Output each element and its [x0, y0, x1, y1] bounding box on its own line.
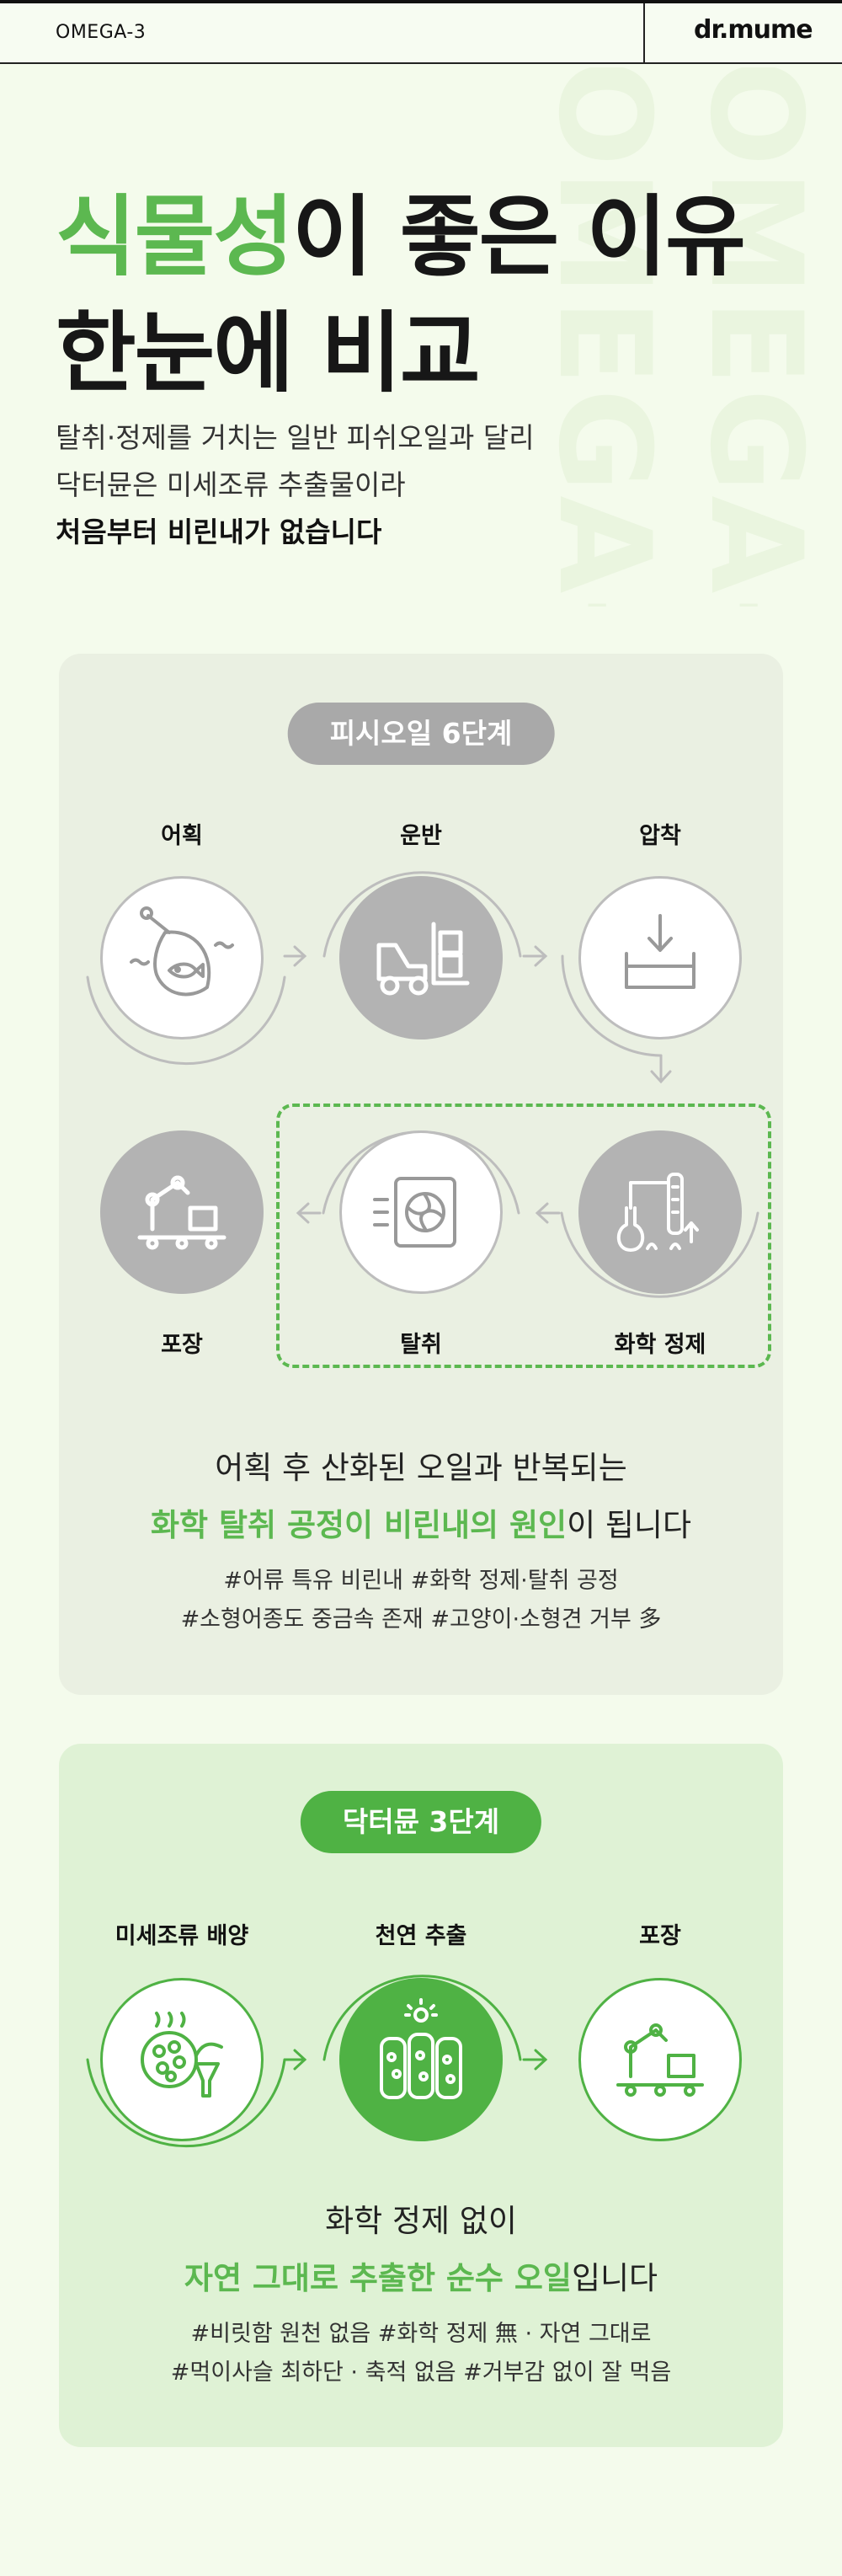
chemical-distill-icon [578, 1130, 742, 1294]
fish-oil-summary-rest: 이 됩니다 [567, 1507, 691, 1543]
fish-oil-summary-highlight: 화학 탈취 공정이 비린내의 원인 [151, 1507, 568, 1543]
drmume-summary-line-1: 화학 정제 없이 [325, 2203, 517, 2239]
step-label-pack: 포장 [639, 1923, 681, 1949]
microalgae-culture-icon [100, 1978, 264, 2141]
fish-oil-tags: #어류 특유 비린내 #화학 정제·탈취 공정 #소형어종도 중금속 존재 #고… [59, 1562, 783, 1639]
fish-oil-summary: 어획 후 산화된 오일과 반복되는 화학 탈취 공정이 비린내의 원인이 됩니다… [59, 1442, 783, 1639]
fish-oil-tags-line-1: #어류 특유 비린내 #화학 정제·탈취 공정 [223, 1568, 619, 1594]
drmume-tags: #비릿함 원천 없음 #화학 정제 無 · 자연 그대로 #먹이사슬 최하단 ·… [59, 2315, 783, 2392]
chemical-process-highlight [276, 1104, 771, 1368]
subtitle-line-1: 탈취·정제를 거치는 일반 피쉬오일과 달리 [56, 421, 535, 454]
brand-logo[interactable]: dr.mume [694, 15, 813, 45]
drmume-summary-line-2: 자연 그대로 추출한 순수 오일입니다 [59, 2253, 783, 2298]
drmume-badge: 닥터뮨 3단계 [300, 1791, 542, 1853]
robot-arm-packaging-icon [578, 1978, 742, 2141]
press-icon [578, 876, 742, 1039]
fish-oil-summary-line-2: 화학 탈취 공정이 비린내의 원인이 됩니다 [59, 1499, 783, 1545]
step-label-chemical-refine: 화학 정제 [614, 1332, 706, 1358]
page-title: 식물성이 좋은 이유 한눈에 비교 [56, 179, 746, 411]
header-divider [643, 3, 645, 62]
subtitle-line-2: 닥터뮨은 미세조류 추출물이라 [56, 468, 406, 501]
drmume-summary-highlight: 자연 그대로 추출한 순수 오일 [184, 2260, 572, 2296]
step-label-extract: 천연 추출 [375, 1923, 467, 1949]
fish-oil-tags-line-2: #소형어종도 중금속 존재 #고양이·소형견 거부 多 [180, 1606, 662, 1633]
fish-oil-summary-line-1: 어획 후 산화된 오일과 반복되는 [215, 1450, 627, 1486]
forklift-icon [339, 876, 503, 1039]
drmume-summary: 화학 정제 없이 자연 그대로 추출한 순수 오일입니다 #비릿함 원천 없음 … [59, 2195, 783, 2392]
step-label-press: 압착 [639, 823, 681, 849]
step-label-packaging: 포장 [161, 1332, 203, 1358]
top-bar: OMEGA-3 dr.mume [0, 0, 842, 64]
step-label-catch: 어획 [161, 823, 203, 849]
robot-arm-packaging-icon [100, 1130, 264, 1294]
title-rest: 이 좋은 이유 [292, 185, 746, 288]
brand-label: OMEGA-3 [56, 22, 147, 43]
step-label-deodorize: 탈취 [400, 1332, 442, 1358]
deodorize-fan-icon [339, 1130, 503, 1294]
fish-oil-badge: 피시오일 6단계 [287, 703, 555, 765]
subtitle-line-3: 처음부터 비린내가 없습니다 [56, 516, 382, 548]
title-line-2: 한눈에 비교 [56, 302, 481, 404]
step-label-transport: 운반 [400, 823, 442, 849]
drmume-tags-line-1: #비릿함 원천 없음 #화학 정제 無 · 자연 그대로 [190, 2321, 652, 2347]
drmume-summary-rest: 입니다 [571, 2260, 658, 2296]
hero-subtitle: 탈취·정제를 거치는 일반 피쉬오일과 달리 닥터뮨은 미세조류 추출물이라 처… [56, 414, 535, 556]
drmume-tags-line-2: #먹이사슬 최하단 · 축적 없음 #거부감 없이 잘 먹음 [170, 2360, 672, 2386]
drmume-flow-arrows [86, 1975, 548, 2148]
step-label-culture: 미세조류 배양 [115, 1923, 249, 1949]
title-highlight: 식물성 [56, 185, 294, 288]
natural-extraction-icon [339, 1978, 503, 2141]
fish-catch-icon [100, 876, 264, 1039]
